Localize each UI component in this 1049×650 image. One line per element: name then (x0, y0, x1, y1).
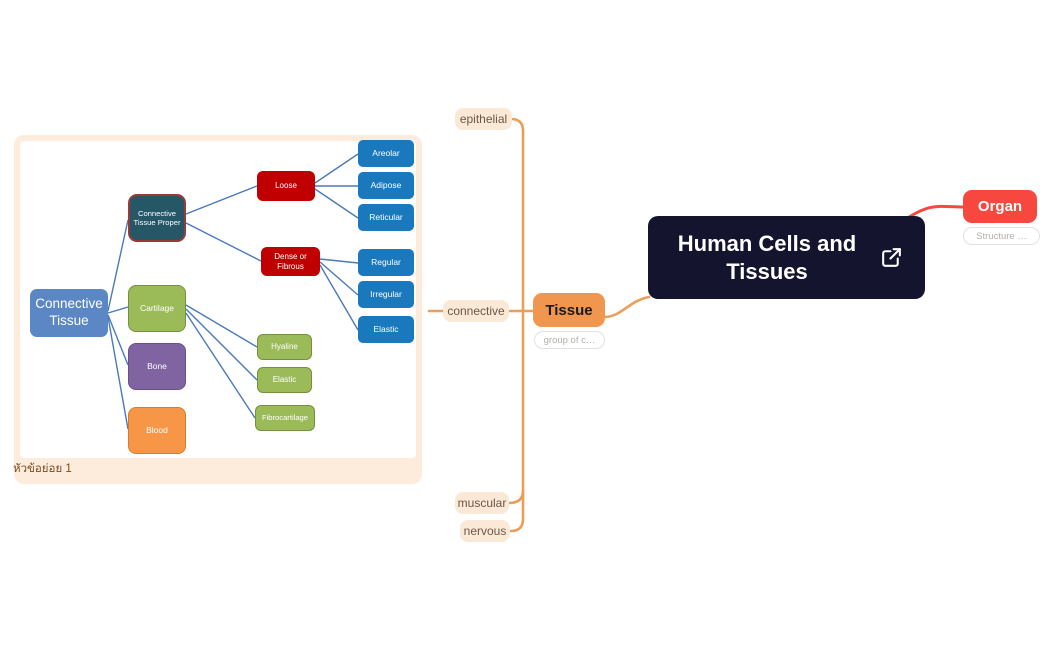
diagram-node-adipose: Adipose (358, 172, 414, 199)
node-muscular[interactable]: muscular (455, 492, 509, 514)
diagram-node-bone: Bone (128, 343, 186, 390)
diagram-node-areolar: Areolar (358, 140, 414, 167)
external-link-icon[interactable] (879, 245, 904, 270)
node-epithelial[interactable]: epithelial (455, 108, 512, 130)
diagram-node-irregular: Irregular (358, 281, 414, 308)
node-organ[interactable]: Organ (963, 190, 1037, 223)
diagram-node-fibrocartilage: Fibrocartilage (255, 405, 315, 431)
diagram-node-elastic-fibrous: Elastic (358, 316, 414, 343)
diagram-node-cartilage: Cartilage (128, 285, 186, 332)
diagram-node-dense-or-fibrous: Dense or Fibrous (261, 247, 320, 276)
node-organ-note[interactable]: Structure … (963, 227, 1040, 245)
root-node-label: Human Cells and Tissues (677, 230, 857, 284)
root-node-human-cells-and-tissues[interactable]: Human Cells and Tissues (648, 216, 925, 299)
node-tissue[interactable]: Tissue (533, 293, 605, 327)
node-nervous[interactable]: nervous (460, 520, 510, 542)
diagram-node-reticular: Reticular (358, 204, 414, 231)
attached-image-caption: หัวข้อย่อย 1 (13, 463, 72, 475)
diagram-node-connective-tissue: Connective Tissue (30, 289, 108, 337)
diagram-node-connective-tissue-proper: Connective Tissue Proper (128, 194, 186, 242)
node-tissue-note[interactable]: group of c… (534, 331, 605, 349)
diagram-node-elastic-cartilage: Elastic (257, 367, 312, 393)
node-connective[interactable]: connective (443, 300, 509, 322)
diagram-node-blood: Blood (128, 407, 186, 454)
diagram-node-regular: Regular (358, 249, 414, 276)
diagram-node-hyaline: Hyaline (257, 334, 312, 360)
diagram-node-loose: Loose (257, 171, 315, 201)
